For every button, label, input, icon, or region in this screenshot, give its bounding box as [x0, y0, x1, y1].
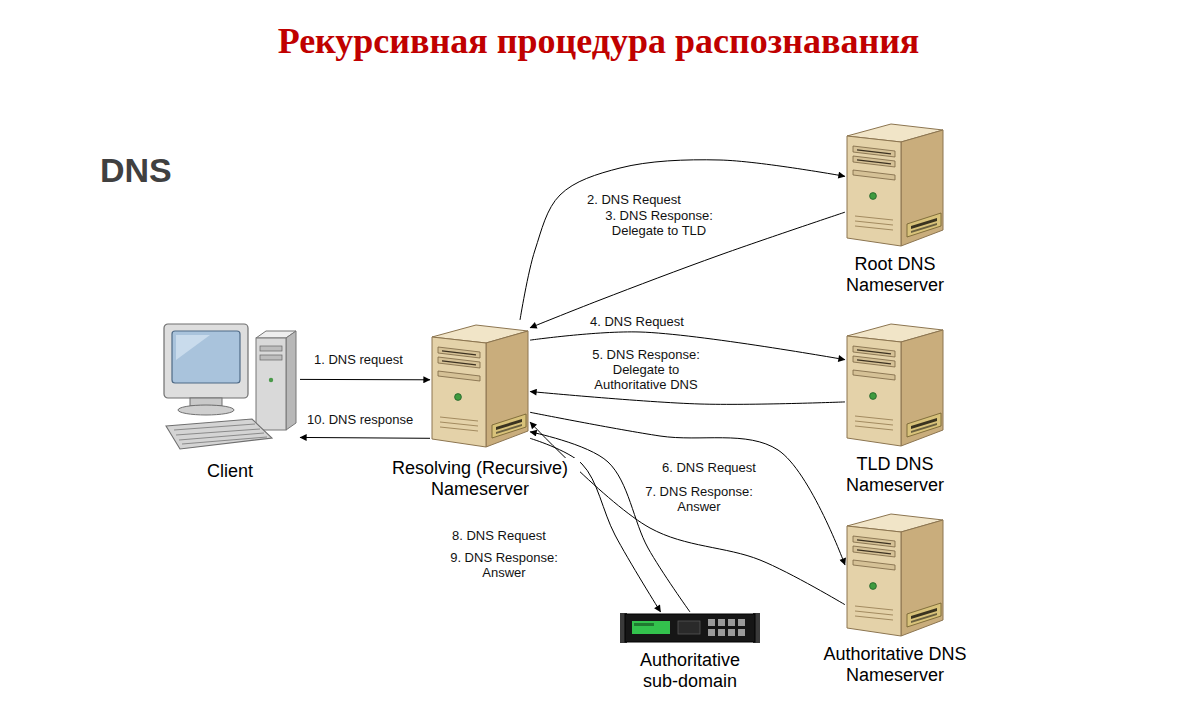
edge-label-holder: 2. DNS Request: [585, 192, 683, 207]
edge-label-holder: 7. DNS Response: Answer: [640, 484, 758, 514]
authoritative-server-node: Authoritative DNS Nameserver: [845, 510, 945, 638]
server-label: Resolving (Recursive) Nameserver: [380, 458, 580, 500]
message-label: 3. DNS Response: Delegate to TLD: [598, 208, 720, 238]
request-arrow: [520, 160, 845, 320]
node-label-stack: Client: [170, 461, 290, 482]
message-label: 1. DNS request: [312, 352, 405, 367]
root-server-node: Root DNS Nameserver: [845, 120, 945, 248]
message-label: 8. DNS Request: [450, 528, 548, 543]
edge-label-holder: 9. DNS Response: Answer: [445, 550, 563, 580]
request-arrow: [300, 437, 430, 439]
node-label-stack: Authoritative sub-domain: [625, 650, 755, 692]
message-label: 2. DNS Request: [585, 192, 683, 207]
message-label: 4. DNS Request: [588, 314, 686, 329]
server-label: TLD DNS Nameserver: [830, 454, 960, 496]
resolver-node: Resolving (Recursive) Nameserver: [430, 320, 530, 450]
message-label: 6. DNS Request: [660, 460, 758, 475]
node-label-stack: Authoritative DNS Nameserver: [810, 644, 980, 686]
server-icon: [432, 325, 528, 447]
edge-label-holder: 5. DNS Response: Delegate to Authoritati…: [585, 347, 707, 392]
client-node: Client: [160, 320, 300, 455]
page-title: Рекурсивная процедура распознавания: [278, 20, 920, 62]
edge-label-holder: 1. DNS request: [312, 352, 405, 367]
client-computer-icon: [164, 324, 296, 449]
server-icon: [847, 124, 943, 246]
node-label-stack: TLD DNS Nameserver: [830, 454, 960, 496]
server-icon: [847, 324, 943, 446]
message-label: 9. DNS Response: Answer: [445, 550, 563, 580]
message-label: 7. DNS Response: Answer: [640, 484, 758, 514]
server-label: Client: [170, 461, 290, 482]
node-label-stack: Root DNS Nameserver: [830, 254, 960, 296]
node-label-stack: Resolving (Recursive) Nameserver: [380, 458, 580, 500]
server-label: Authoritative sub-domain: [625, 650, 755, 692]
tld-server-node: TLD DNS Nameserver: [845, 320, 945, 448]
message-label: 10. DNS response: [305, 412, 415, 427]
server-label: Authoritative DNS Nameserver: [810, 644, 980, 686]
edge-label-holder: 6. DNS Request: [660, 460, 758, 475]
label-holder: DNS: [100, 150, 172, 190]
request-arrow: [530, 422, 845, 605]
request-arrow: [530, 392, 845, 405]
edge-label-holder: 10. DNS response: [305, 412, 415, 427]
server-icon: [847, 514, 943, 636]
title-holder: Рекурсивная процедура распознавания: [0, 20, 1197, 62]
subdomain-server-node: Authoritative sub-domain: [620, 612, 760, 644]
edge-label-holder: 4. DNS Request: [588, 314, 686, 329]
section-label: DNS: [100, 150, 172, 190]
server-label: Root DNS Nameserver: [830, 254, 960, 296]
edge-label-holder: 8. DNS Request: [450, 528, 548, 543]
connector-group: [300, 160, 845, 612]
edge-label-holder: 3. DNS Response: Delegate to TLD: [598, 208, 720, 238]
request-arrow: [300, 379, 430, 380]
message-label: 5. DNS Response: Delegate to Authoritati…: [585, 347, 707, 392]
rack-server-icon: [620, 613, 760, 643]
